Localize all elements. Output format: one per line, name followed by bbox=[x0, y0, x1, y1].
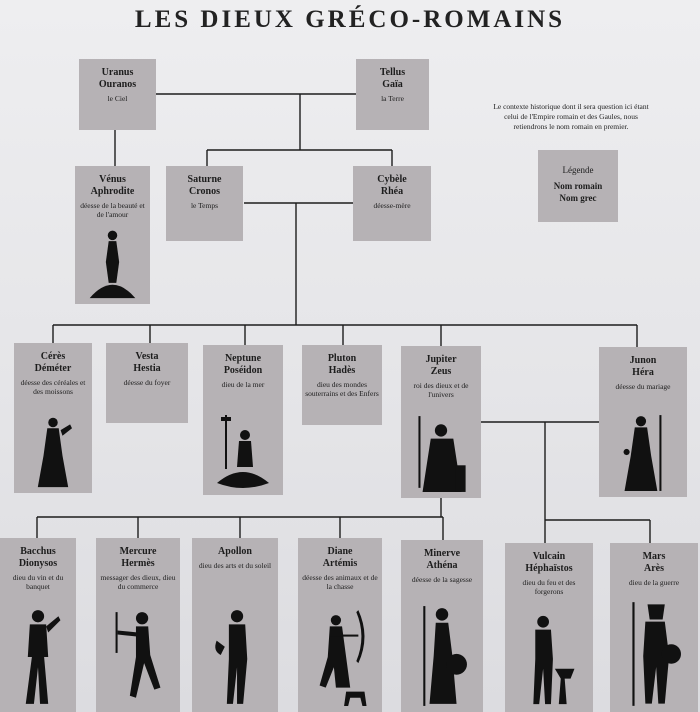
god-role: déesse du foyer bbox=[123, 378, 171, 387]
card-tellus: Tellus Gaïa la Terre bbox=[356, 59, 429, 130]
minerve-silhouette bbox=[423, 606, 467, 706]
god-role: dieu des arts et du soleil bbox=[198, 561, 272, 570]
roman-name: Cérès bbox=[40, 351, 66, 362]
roman-name: Mercure bbox=[119, 546, 157, 557]
card-mercure: Mercure Hermès messager des dieux, dieu … bbox=[96, 538, 180, 712]
card-saturne: Saturne Cronos le Temps bbox=[166, 166, 243, 241]
legend-box: Légende Nom romain Nom grec bbox=[538, 150, 618, 222]
roman-name: Diane bbox=[327, 546, 353, 557]
card-jupiter: Jupiter Zeus roi des dieux et de l'unive… bbox=[401, 346, 481, 498]
god-role: déesse des animaux et de la chasse bbox=[302, 573, 378, 591]
greek-name: Gaïa bbox=[382, 79, 403, 90]
god-role: dieu des mondes souterrains et des Enfer… bbox=[305, 380, 379, 398]
junon-silhouette bbox=[623, 415, 662, 491]
page-title: LES DIEUX GRÉCO-ROMAINS bbox=[134, 6, 566, 33]
legend-heading: Légende bbox=[562, 165, 594, 175]
greek-name: Hadès bbox=[328, 365, 356, 376]
god-role: roi des dieux et de l'univers bbox=[413, 381, 469, 399]
legend-roman-name: Nom romain bbox=[553, 181, 603, 191]
mars-silhouette bbox=[632, 602, 681, 706]
card-neptune: Neptune Poséidon dieu de la mer bbox=[203, 345, 283, 495]
card-mars: Mars Arès dieu de la guerre bbox=[610, 543, 698, 712]
roman-name: Tellus bbox=[379, 67, 406, 78]
neptune-silhouette bbox=[217, 415, 269, 488]
greek-name: Héra bbox=[632, 367, 654, 378]
mercure-silhouette bbox=[115, 612, 161, 698]
roman-name: Junon bbox=[629, 355, 657, 366]
god-role: dieu de la guerre bbox=[628, 578, 680, 587]
card-apollon: Apollon dieu des arts et du soleil bbox=[192, 538, 278, 712]
roman-name: Bacchus bbox=[20, 546, 56, 557]
greek-name: Athéna bbox=[426, 560, 458, 571]
roman-name: Cybèle bbox=[377, 174, 407, 185]
god-role: le Temps bbox=[190, 201, 219, 210]
legend-greek-name: Nom grec bbox=[559, 193, 597, 203]
venus-silhouette bbox=[89, 230, 136, 299]
roman-name: Uranus bbox=[101, 67, 134, 78]
greek-name: Arès bbox=[644, 563, 664, 574]
god-role: la Terre bbox=[381, 94, 404, 103]
card-pluton: Pluton Hadès dieu des mondes souterrains… bbox=[302, 345, 382, 425]
card-uranus: Uranus Ouranos le Ciel bbox=[79, 59, 156, 130]
god-role: dieu du feu et des forgerons bbox=[522, 578, 576, 596]
roman-name: Vénus bbox=[99, 174, 126, 185]
card-junon: Junon Héra déesse du mariage bbox=[599, 347, 687, 497]
god-role: le Ciel bbox=[107, 94, 128, 103]
roman-name: Minerve bbox=[423, 548, 461, 559]
greek-name: Poséidon bbox=[223, 365, 263, 376]
greek-name: Cronos bbox=[189, 186, 220, 197]
apollon-silhouette bbox=[215, 610, 248, 704]
greek-name: Ouranos bbox=[98, 79, 137, 90]
jupiter-silhouette bbox=[418, 416, 466, 492]
vulcain-silhouette bbox=[533, 615, 575, 705]
roman-name: Pluton bbox=[327, 353, 357, 364]
historical-note: Le contexte historique dont il sera ques… bbox=[493, 102, 649, 131]
greek-name: Dionysos bbox=[18, 558, 58, 569]
roman-name: Vesta bbox=[135, 351, 159, 362]
roman-name: Vulcain bbox=[532, 551, 566, 562]
god-role: dieu de la mer bbox=[221, 380, 265, 389]
bacchus-silhouette bbox=[25, 610, 61, 704]
god-role: déesse des céréales et des moissons bbox=[20, 378, 86, 396]
god-role: déesse de la beauté et de l'amour bbox=[80, 201, 145, 219]
god-role: déesse-mère bbox=[373, 201, 411, 210]
god-role: messager des dieux, dieu du commerce bbox=[100, 573, 176, 591]
greek-name: Hermès bbox=[121, 558, 155, 569]
god-role: déesse du mariage bbox=[615, 382, 671, 391]
greek-name: Aphrodite bbox=[90, 186, 135, 197]
card-venus: Vénus Aphrodite déesse de la beauté et d… bbox=[75, 166, 150, 304]
greek-name: Déméter bbox=[34, 363, 72, 374]
roman-name: Neptune bbox=[224, 353, 262, 364]
card-bacchus: Bacchus Dionysos dieu du vin et du banqu… bbox=[0, 538, 76, 712]
card-minerve: Minerve Athéna déesse de la sagesse bbox=[401, 540, 483, 712]
card-cybele: Cybèle Rhéa déesse-mère bbox=[353, 166, 431, 241]
god-role: dieu du vin et du banquet bbox=[12, 573, 64, 591]
ceres-silhouette bbox=[37, 417, 72, 488]
greek-name: Zeus bbox=[430, 366, 452, 377]
roman-name: Mars bbox=[642, 551, 666, 562]
roman-name: Apollon bbox=[218, 546, 252, 557]
roman-name: Saturne bbox=[187, 174, 222, 185]
card-vulcain: Vulcain Héphaïstos dieu du feu et des fo… bbox=[505, 543, 593, 712]
roman-name: Jupiter bbox=[425, 354, 457, 365]
card-ceres: Cérès Déméter déesse des céréales et des… bbox=[14, 343, 92, 493]
card-diane: Diane Artémis déesse des animaux et de l… bbox=[298, 538, 382, 712]
greek-name: Héphaïstos bbox=[525, 563, 573, 574]
greek-name: Rhéa bbox=[380, 186, 404, 197]
greek-name: Artémis bbox=[322, 558, 358, 569]
god-role: déesse de la sagesse bbox=[411, 575, 473, 584]
greek-name: Hestia bbox=[133, 363, 161, 374]
diane-silhouette bbox=[319, 610, 367, 706]
card-vesta: Vesta Hestia déesse du foyer bbox=[106, 343, 188, 423]
